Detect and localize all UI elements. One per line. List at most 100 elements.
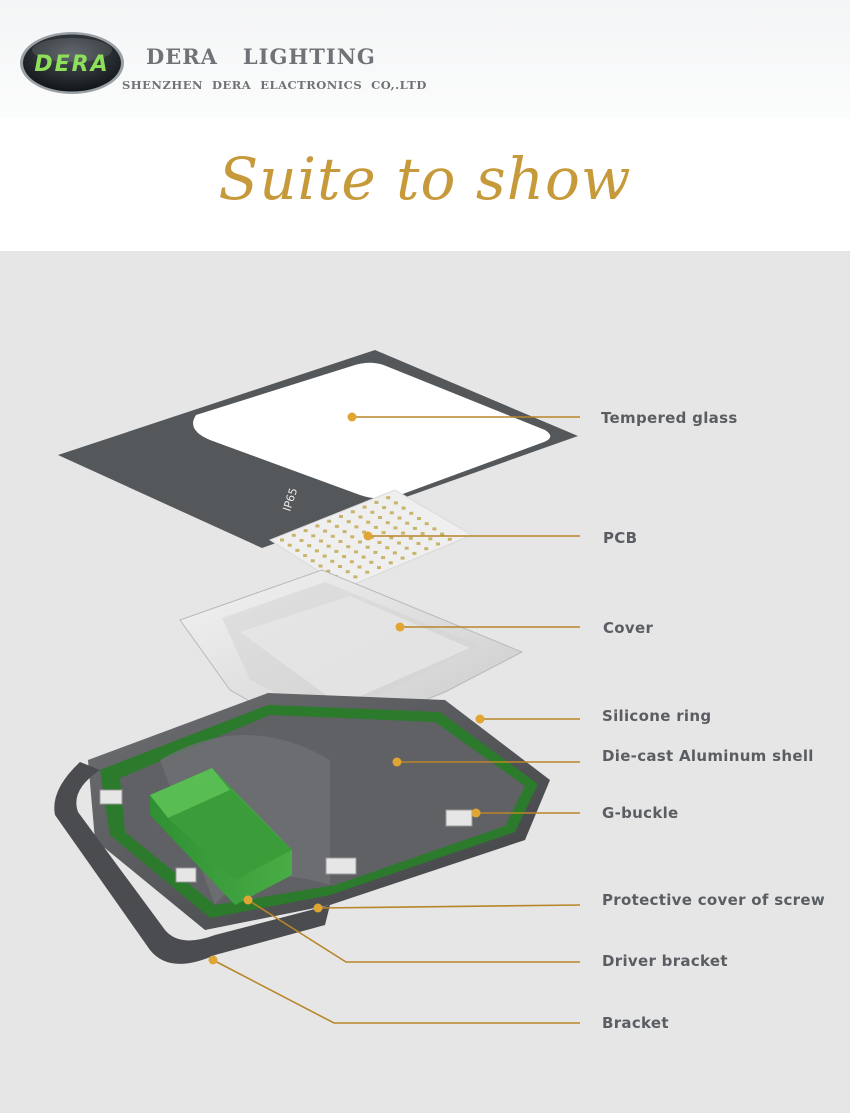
led-chip [319, 565, 323, 568]
led-chip [382, 531, 386, 534]
label-cover: Cover [603, 619, 653, 637]
led-chip [327, 520, 331, 523]
callout-line-screw-cover [318, 905, 580, 908]
led-chip [402, 507, 406, 510]
led-chip [358, 566, 362, 569]
callout-dot-cover [396, 623, 405, 632]
label-aluminum-shell: Die-cast Aluminum shell [602, 747, 814, 765]
led-chip [366, 546, 370, 549]
label-tempered-glass: Tempered glass [601, 409, 738, 427]
led-chip [338, 565, 342, 568]
led-chip [288, 544, 292, 547]
callout-dot-g-buckle [472, 809, 481, 818]
led-chip [397, 542, 401, 545]
callout-dot-bracket [209, 956, 218, 965]
led-chip [448, 538, 452, 541]
exploded-view-illustration: IP65 [0, 251, 850, 1113]
label-pcb: PCB [603, 529, 637, 547]
led-chip [409, 512, 413, 515]
led-chip [347, 520, 351, 523]
callout-dot-screw-cover [314, 904, 323, 913]
led-chip [385, 546, 389, 549]
callout-dot-aluminum-shell [393, 758, 402, 767]
led-chip [323, 530, 327, 533]
label-bracket: Bracket [602, 1014, 669, 1032]
led-chip [401, 557, 405, 560]
led-chip [412, 552, 416, 555]
led-chip [354, 550, 358, 553]
label-g-buckle: G-buckle [602, 804, 679, 822]
led-chip [315, 549, 319, 552]
callout-dot-driver-bracket [244, 896, 253, 905]
led-chip [373, 551, 377, 554]
tempered-glass-panel: IP65 [58, 350, 578, 548]
led-chip [386, 496, 390, 499]
led-chip [428, 537, 432, 540]
led-chip [351, 510, 355, 513]
led-chip [350, 560, 354, 563]
led-chip [363, 506, 367, 509]
led-chip [365, 571, 369, 574]
led-chip [401, 532, 405, 535]
led-chip [382, 506, 386, 509]
led-chip [405, 547, 409, 550]
led-chip [280, 539, 284, 542]
logo-text: DERA [34, 52, 109, 77]
section-title: Suite to show [0, 145, 850, 213]
led-chip [330, 560, 334, 563]
led-chip [346, 570, 350, 573]
led-chip [370, 511, 374, 514]
led-chip [362, 556, 366, 559]
led-chip [413, 527, 417, 530]
led-chip [394, 501, 398, 504]
led-chip [331, 535, 335, 538]
callout-line-bracket [213, 960, 580, 1023]
led-chip [342, 555, 346, 558]
led-chip [389, 561, 393, 564]
led-chip [311, 534, 315, 537]
led-chip [319, 540, 323, 543]
led-chip [398, 517, 402, 520]
led-chip [432, 527, 436, 530]
led-chip [335, 525, 339, 528]
led-chip [425, 522, 429, 525]
led-chip [374, 526, 378, 529]
led-chip [436, 543, 440, 546]
led-chip [315, 524, 319, 527]
led-chip [300, 539, 304, 542]
led-chip [393, 526, 397, 529]
led-chip [346, 545, 350, 548]
led-chip [377, 566, 381, 569]
led-chip [295, 549, 299, 552]
led-chip [417, 542, 421, 545]
led-chip [393, 551, 397, 554]
led-chip [327, 545, 331, 548]
led-chip [409, 537, 413, 540]
led-chip [353, 575, 357, 578]
led-chip [350, 535, 354, 538]
led-chip [359, 516, 363, 519]
led-chip [378, 541, 382, 544]
led-chip [417, 517, 421, 520]
led-chip [303, 554, 307, 557]
exploded-view-diagram: IP65 [0, 251, 850, 1113]
led-chip [343, 530, 347, 533]
label-driver-bracket: Driver bracket [602, 952, 728, 970]
label-silicone-ring: Silicone ring [602, 707, 711, 725]
callout-dot-silicone-ring [476, 715, 485, 724]
led-chip [339, 540, 343, 543]
led-chip [304, 529, 308, 532]
led-chip [311, 559, 315, 562]
led-chip [378, 516, 382, 519]
led-chip [440, 533, 444, 536]
led-chip [307, 544, 311, 547]
led-chip [366, 521, 370, 524]
led-chip [292, 534, 296, 537]
led-chip [358, 541, 362, 544]
company-name: SHENZHEN DERA ELACTRONICS CO,.LTD [122, 78, 427, 92]
dera-logo: DERA [18, 30, 126, 96]
label-screw-cover: Protective cover of screw [602, 891, 825, 909]
led-chip [323, 555, 327, 558]
callout-dot-tempered-glass [348, 413, 357, 422]
led-chip [421, 532, 425, 535]
